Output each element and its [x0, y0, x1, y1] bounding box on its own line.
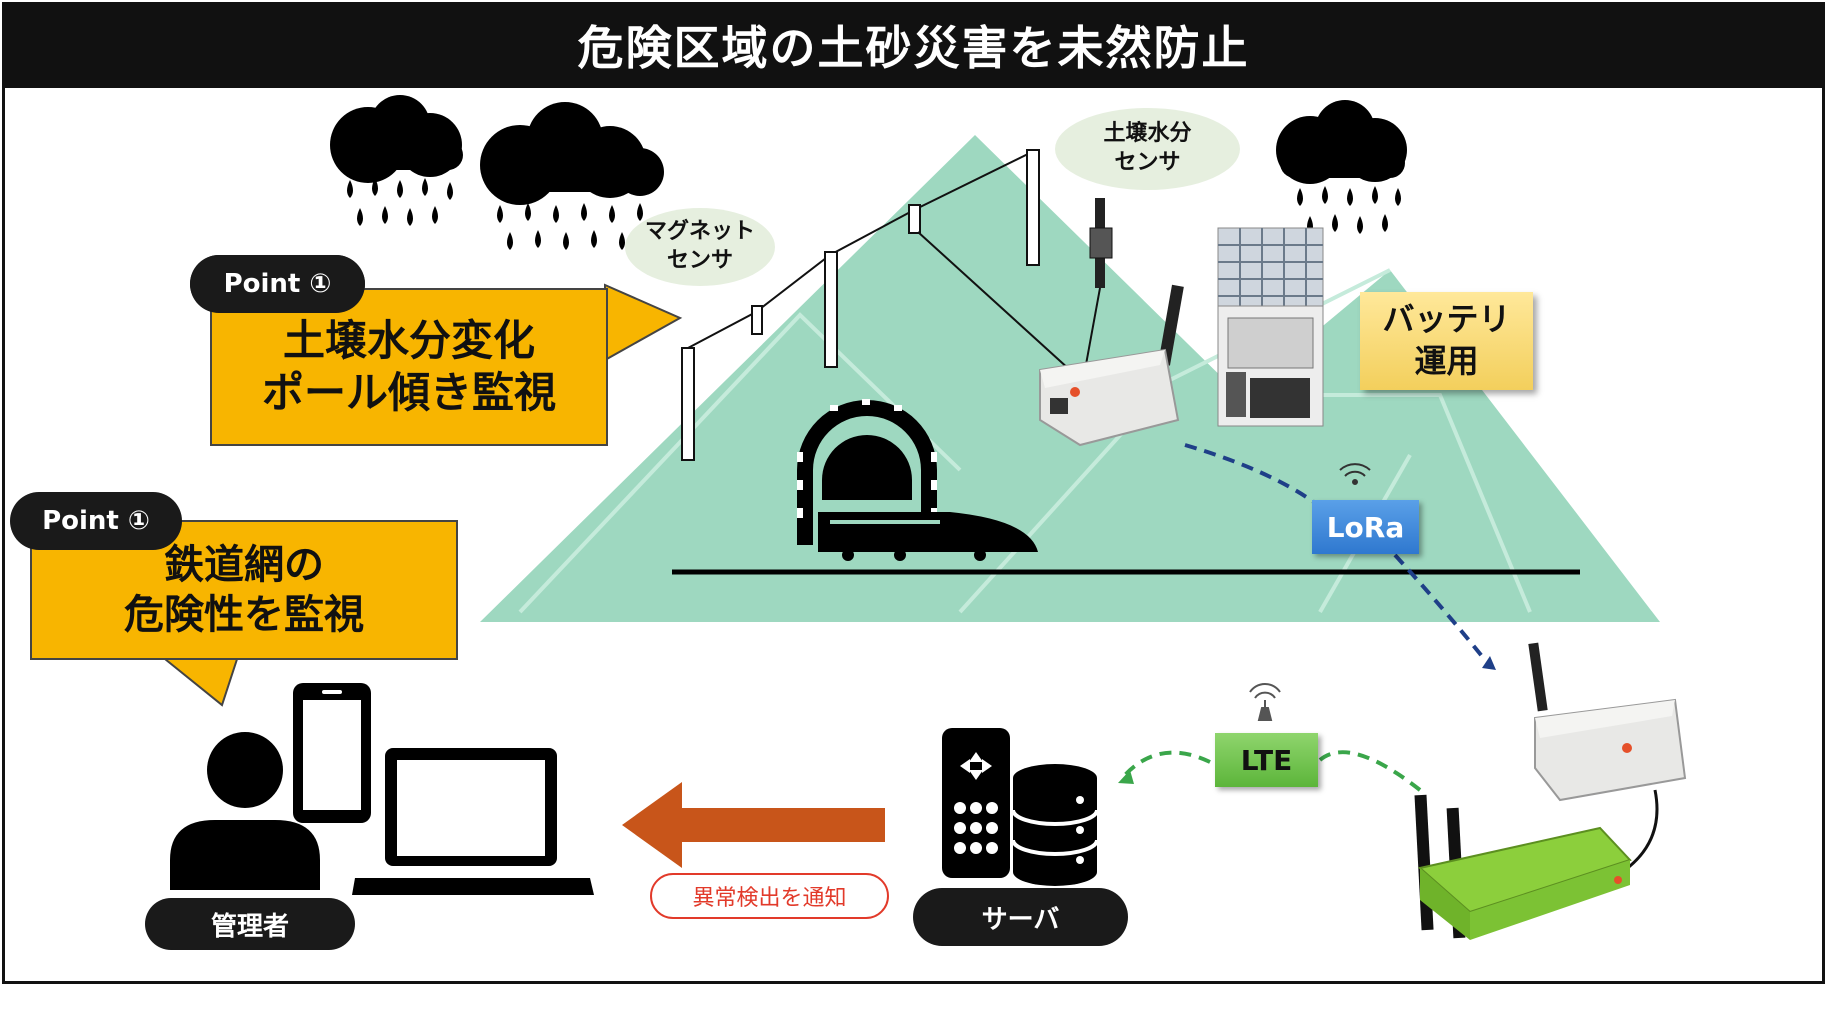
rain-cloud-icon	[1276, 100, 1407, 234]
magnet-sensor-poles	[681, 149, 1071, 461]
battery-label: バッテリ 運用	[1360, 292, 1533, 390]
lora-tag: LoRa	[1312, 500, 1419, 554]
soil-sensor-label: 土壌水分 センサ	[1055, 108, 1240, 190]
magnet-sensor-label: マグネット センサ	[625, 208, 775, 286]
notify-arrow	[622, 782, 885, 868]
notify-label: 異常検出を通知	[650, 873, 889, 919]
magnet-sensor-line2: センサ	[666, 248, 733, 273]
lora-arrow-head	[1482, 656, 1496, 670]
server-remote-icon	[942, 728, 1010, 878]
gateway-device-icon	[1039, 284, 1184, 447]
soil-sensor-line2: センサ	[1114, 150, 1181, 175]
lora-link-line-lower	[1393, 553, 1487, 662]
database-icon	[1011, 764, 1099, 886]
soil-sensor-probe	[1084, 198, 1113, 371]
lte-link-line-right	[1318, 750, 1422, 792]
page-title: 危険区域の土砂災害を未然防止	[2, 2, 1825, 88]
lte-tag: LTE	[1215, 733, 1318, 787]
wifi-icon	[1339, 463, 1371, 485]
admin-label: 管理者	[145, 898, 355, 950]
battery-line1: バッテリ	[1382, 300, 1511, 339]
laptop-icon	[352, 748, 594, 895]
rain-cloud-icon	[480, 102, 664, 250]
antenna-icon	[1249, 683, 1281, 721]
soil-sensor-line1: 土壌水分	[1103, 121, 1192, 147]
solar-battery-box-icon	[1217, 227, 1324, 427]
lora-link-line	[1184, 443, 1320, 507]
battery-line2: 運用	[1414, 342, 1479, 380]
callout-soil-line2: ポール傾き監視	[261, 368, 556, 417]
magnet-sensor-line1: マグネット	[644, 219, 755, 245]
server-label: サーバ	[913, 888, 1128, 946]
smartphone-icon	[293, 683, 371, 823]
callout-soil-line1: 土壌水分変化	[282, 315, 535, 365]
callout-rail-line2: 危険性を監視	[124, 592, 364, 638]
lte-link-line-left	[1123, 750, 1211, 777]
rain-cloud-icon	[330, 95, 463, 226]
admin-person-icon	[170, 732, 320, 890]
router-device-icon	[1414, 794, 1632, 940]
lte-arrow-head	[1118, 770, 1134, 784]
callout-rail-line1: 鉄道網の	[164, 542, 324, 588]
point-badge-left: Point ①	[10, 492, 182, 550]
gateway-device-icon	[1528, 642, 1687, 872]
callout-soil-pole: 土壌水分変化 ポール傾き監視	[210, 288, 608, 446]
point-badge-top-overlay: Point ①	[190, 255, 365, 313]
train-icon	[818, 512, 1038, 561]
